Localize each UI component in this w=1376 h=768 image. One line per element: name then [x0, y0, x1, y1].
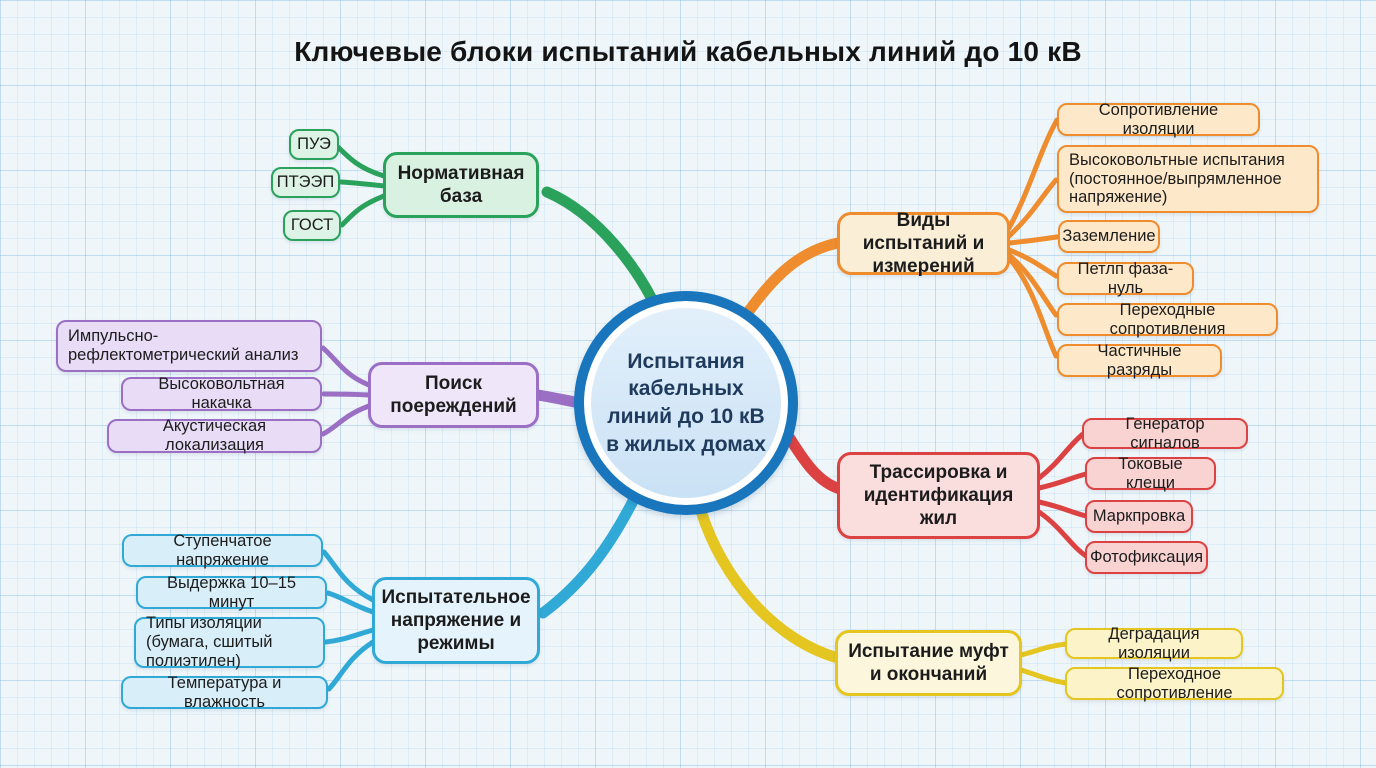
child-hv-pumping: Высоковольтная накачка [121, 375, 322, 412]
child-pue: ПУЭ [289, 129, 339, 160]
child-photo-fixation: Фотофиксация [1085, 541, 1208, 574]
connector-cyan-2 [325, 590, 376, 615]
child-gost: ГОСТ [283, 210, 341, 241]
connector-main-test-types [735, 237, 844, 328]
connector-yellow-1 [1018, 641, 1069, 658]
branch-test-types: Виды испытаний и измерений [837, 210, 1010, 277]
connector-orange-3 [1006, 234, 1060, 246]
child-hold-time: Выдержка 10–15 минут [136, 574, 327, 611]
child-acoustic-localization: Акустическая локализация [107, 417, 322, 454]
branch-fault-search: Поиск поереждений [368, 362, 539, 428]
connector-cyan-4 [326, 639, 376, 692]
child-transition-resistance: Переходное сопротивление [1065, 665, 1284, 702]
connector-orange-5 [1006, 252, 1059, 318]
connector-orange-2 [1006, 177, 1059, 239]
connector-red-2 [1036, 471, 1089, 491]
child-step-voltage: Ступенчатое напряжение [122, 532, 323, 569]
connector-red-3 [1036, 499, 1089, 519]
connector-cyan-3 [323, 627, 376, 645]
connector-yellow-2 [1018, 667, 1069, 686]
child-partial-discharges: Частичные разряды [1057, 342, 1222, 379]
connector-main-tracing [783, 431, 846, 495]
child-current-clamps: Токовые клещи [1085, 455, 1216, 492]
connector-cyan-1 [321, 549, 376, 603]
connector-main-coupling [695, 505, 844, 664]
child-reflectometric-analysis: Импульсно-рефлектометрический анализ [56, 320, 322, 372]
connector-orange-1 [1006, 117, 1060, 231]
connector-red-4 [1036, 509, 1089, 559]
child-pteep: ПТЭЭП [271, 167, 340, 198]
child-transition-resistances: Переходные сопротивления [1057, 301, 1278, 338]
branch-tracing: Трассировка и идентификация жил [837, 452, 1040, 539]
child-phase-zero-loop: Петлп фаза-нуль [1057, 260, 1194, 297]
central-node-label: Испытания кабельных линий до 10 кВ в жил… [606, 349, 766, 456]
connector-green-2 [338, 179, 387, 189]
branch-coupling-test: Испытание муфт и окончаний [835, 630, 1022, 696]
connector-orange-6 [1006, 255, 1059, 359]
central-node: Испытания кабельных линий до 10 кВ в жил… [574, 291, 798, 515]
child-insulation-types: Типы изоляции (бумага, сшитый полиэтилен… [134, 614, 325, 670]
connector-orange-4 [1006, 247, 1059, 279]
child-marking: Маркпровка [1085, 500, 1193, 533]
child-insulation-resistance: Сопротивление изоляции [1057, 101, 1260, 138]
diagram-title: Ключевые блоки испытаний кабельных линий… [294, 36, 1082, 67]
connector-red-1 [1036, 431, 1086, 481]
connector-green-1 [334, 143, 387, 179]
child-hv-tests: Высоковольтные испытания (постоянное/вып… [1057, 145, 1319, 213]
child-insulation-degradation: Деградация изоляции [1065, 625, 1243, 662]
connector-purple-1 [320, 345, 372, 388]
connector-main-test-voltage [537, 493, 640, 619]
child-signal-generator: Генератор сигналов [1082, 415, 1248, 452]
connector-main-normative [541, 186, 666, 322]
branch-normative-base: Нормативная база [383, 152, 539, 218]
branch-test-voltage: Испытательное напряжение и режимы [372, 577, 540, 664]
connector-purple-3 [320, 403, 372, 437]
connector-green-3 [339, 193, 387, 228]
child-grounding: Заземление [1058, 220, 1160, 253]
child-temperature-humidity: Температура и влажность [121, 674, 328, 711]
connector-purple-2 [321, 391, 372, 398]
